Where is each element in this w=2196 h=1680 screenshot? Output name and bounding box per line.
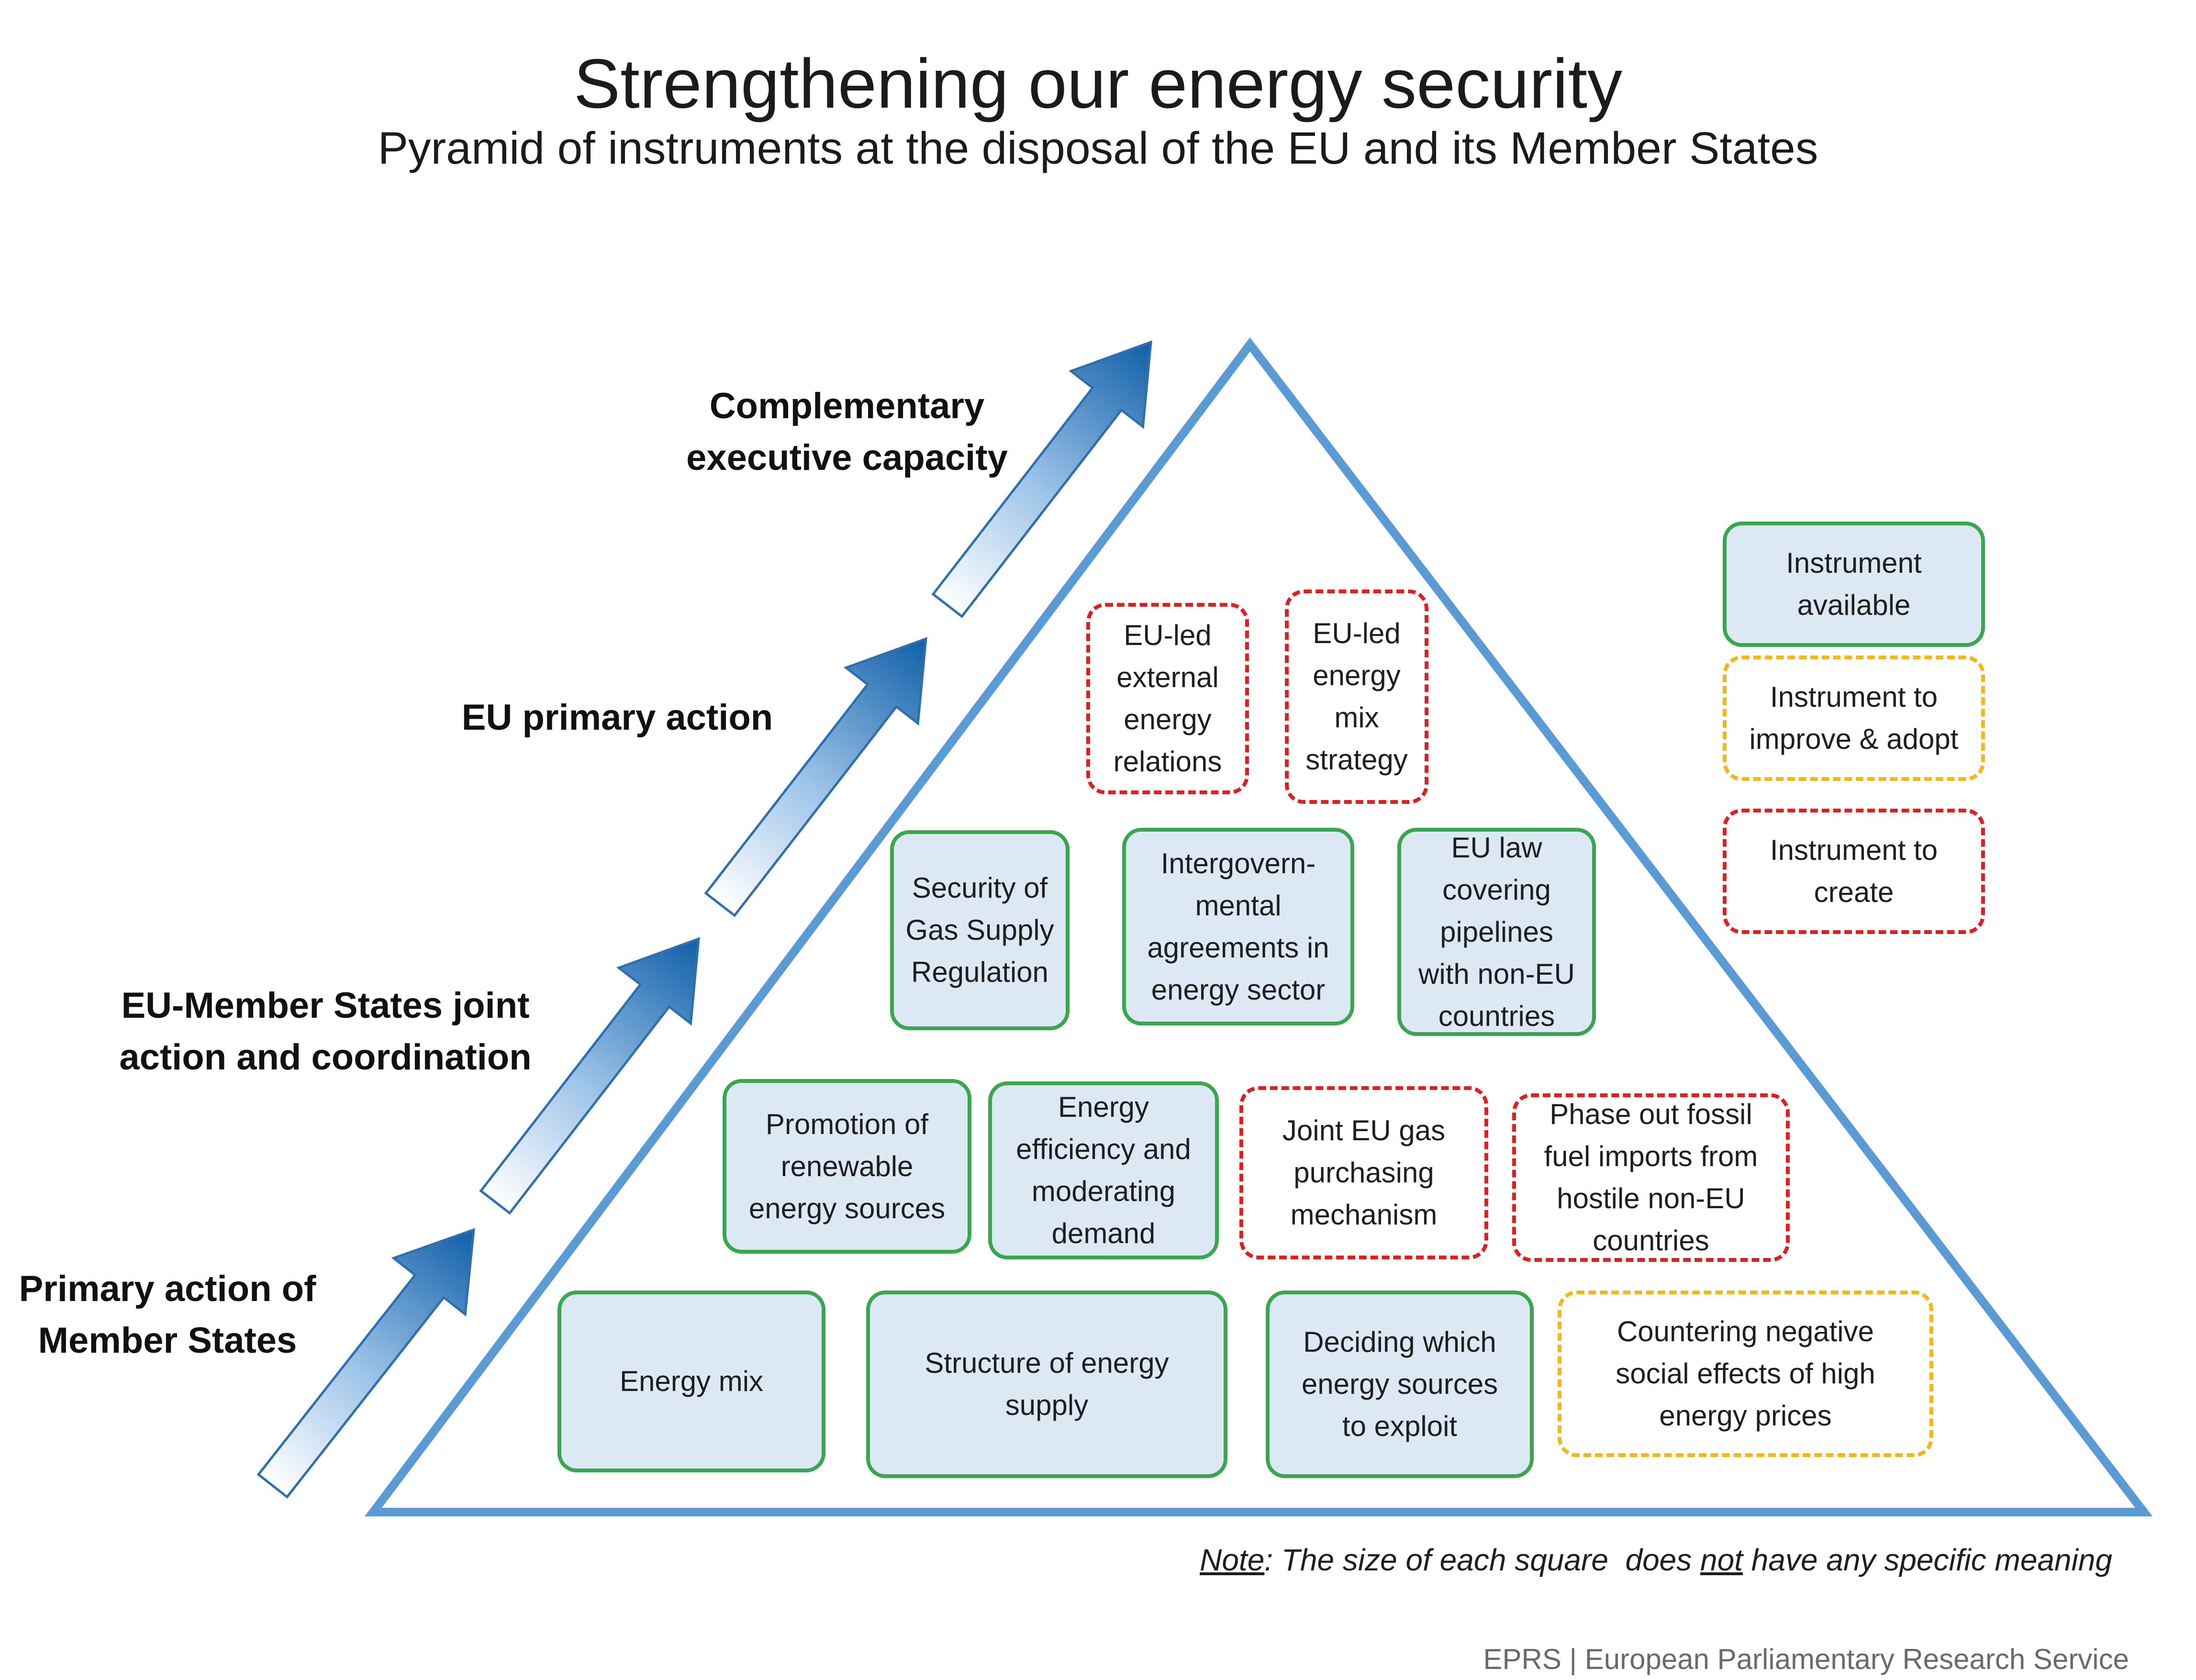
arrow-joint-action: [479, 937, 700, 1215]
legend-instrument-available: Instrument available: [1723, 522, 1985, 647]
arrow-complementary-capacity: [931, 340, 1152, 618]
instrument-structure-of-energy-supply: Structure of energy supply: [866, 1291, 1227, 1478]
instrument-security-of-gas-supply-regulation: Security of Gas Supply Regulation: [890, 830, 1070, 1030]
instrument-promotion-of-renewables: Promotion of renewable energy sources: [723, 1079, 971, 1254]
legend-instrument-to-create: Instrument to create: [1723, 809, 1985, 934]
arrow-eu-primary-action: [704, 637, 927, 917]
arrow-primary-action: [256, 1228, 475, 1499]
instrument-deciding-energy-sources: Deciding which energy sources to exploit: [1266, 1291, 1534, 1478]
diagram-subtitle: Pyramid of instruments at the disposal o…: [378, 123, 1818, 174]
instrument-energy-efficiency: Energy efficiency and moderating demand: [988, 1081, 1219, 1259]
instrument-phase-out-fossil-fuel-imports: Phase out fossil fuel imports from hosti…: [1512, 1093, 1790, 1262]
legend-instrument-to-improve: Instrument to improve & adopt: [1723, 656, 1985, 781]
pyramid-triangle: [364, 337, 2153, 1516]
instrument-intergovernmental-agreements: Intergovern- mental agreements in energy…: [1122, 828, 1354, 1025]
instrument-energy-mix: Energy mix: [557, 1291, 825, 1472]
level-label-primary-member-states: Primary action of Member States: [19, 1268, 316, 1361]
level-label-complementary: Complementary executive capacity: [686, 386, 1008, 478]
level-label-eu-primary: EU primary action: [461, 697, 773, 738]
source-credit: EPRS | European Parliamentary Research S…: [1483, 1643, 2129, 1675]
level-label-joint-action: EU-Member States joint action and coordi…: [119, 985, 532, 1078]
instrument-joint-eu-gas-purchasing: Joint EU gas purchasing mechanism: [1239, 1086, 1488, 1259]
size-note: Note: The size of each square does not h…: [1200, 1543, 2112, 1577]
diagram-title: Strengthening our energy security: [573, 45, 1623, 122]
instrument-eu-law-pipelines: EU law covering pipelines with non-EU co…: [1397, 828, 1596, 1036]
instrument-eu-led-external-energy-relations: EU-led external energy relations: [1086, 603, 1249, 794]
instrument-countering-social-effects: Countering negative social effects of hi…: [1558, 1291, 1933, 1457]
instrument-eu-led-energy-mix-strategy: EU-led energy mix strategy: [1285, 590, 1428, 804]
